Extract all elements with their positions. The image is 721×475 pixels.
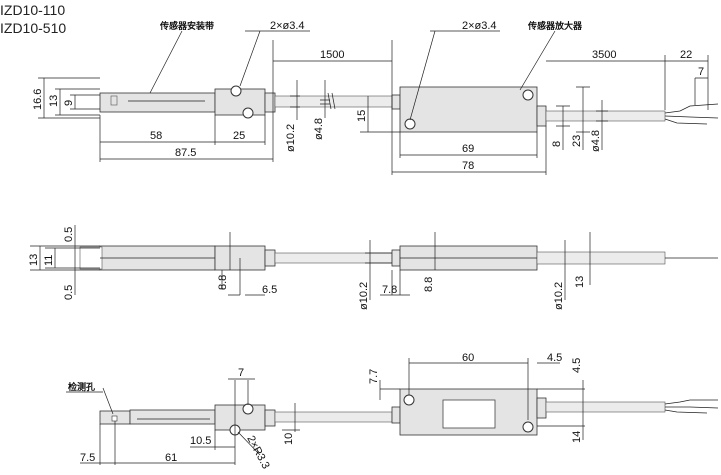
sensor-body-bottom <box>129 409 216 425</box>
amplifier-body <box>399 86 538 133</box>
dim-dia-10-2-right: ø10.2 <box>553 282 565 310</box>
dim-13: 13 <box>48 95 60 107</box>
callout-hole-left: 2×ø3.4 <box>270 20 305 32</box>
mount-hole <box>230 85 242 97</box>
dim-dia-4-8: ø4.8 <box>313 118 325 140</box>
dim-15: 15 <box>356 110 368 122</box>
sensor-ring <box>264 92 276 113</box>
dim-58: 58 <box>150 130 162 142</box>
dim-7: 7 <box>698 66 704 78</box>
dim-16-6: 16.6 <box>32 89 44 110</box>
sensor-ring-side <box>264 249 276 267</box>
dim-2xr3-3: 2×R3.3 <box>244 434 271 471</box>
dim-4-5-horizontal: 4.5 <box>547 352 562 364</box>
dim-13-right: 13 <box>574 276 586 288</box>
dim-0-5-top: 0.5 <box>63 227 75 242</box>
dim-1500: 1500 <box>320 49 344 61</box>
dim-8-8-left: 8.8 <box>217 275 229 290</box>
dim-25: 25 <box>233 130 245 142</box>
callout-hole-right: 2×ø3.4 <box>462 20 497 32</box>
bottom-view: 检测孔 7 10.5 2×R3.3 10 7.5 61 7.7 60 4.5 4… <box>66 352 719 471</box>
amp-mount-hole <box>404 118 416 130</box>
amp-connector-bottom <box>536 397 547 419</box>
dim-8: 8 <box>551 141 563 147</box>
dim-3500: 3500 <box>592 49 616 61</box>
model-title-1: IZD10-110 <box>0 2 65 18</box>
side-view: 0.5 0.5 13 11 8.8 6.5 ø10.2 7.8 8.8 ø10.… <box>28 225 718 310</box>
sensor-cable-bottom <box>274 411 393 423</box>
top-view: 传感器安装带 2×ø3.4 2×ø3.4 传感器放大器 16.6 13 9 58… <box>32 20 719 175</box>
dim-dia-10-2-left: ø10.2 <box>358 282 370 310</box>
sensor-ring-bottom <box>264 409 276 427</box>
dim-87-5: 87.5 <box>175 147 196 159</box>
detect-hole <box>111 415 118 422</box>
amp-connector-bottom <box>391 406 401 424</box>
model-title-2: IZD10-510 <box>0 20 66 36</box>
mount-hole <box>242 403 254 415</box>
dim-7-bottom: 7 <box>238 367 244 379</box>
dim-7-7: 7.7 <box>368 369 380 384</box>
sensor-head-bottom <box>214 404 266 431</box>
callout-sensor-mount: 传感器安装带 <box>159 20 214 32</box>
dim-78: 78 <box>462 160 474 172</box>
dim-4-5-vertical: 4.5 <box>571 358 583 373</box>
dim-22: 22 <box>680 49 692 61</box>
dim-13-side: 13 <box>28 254 40 266</box>
dim-61: 61 <box>165 452 177 464</box>
dim-11: 11 <box>43 255 55 266</box>
mount-hole <box>242 107 254 119</box>
amp-connector <box>536 105 547 127</box>
amp-connector-side <box>391 249 401 267</box>
dim-23: 23 <box>571 135 583 147</box>
dim-7-8: 7.8 <box>382 284 397 296</box>
amp-cable-bottom <box>545 401 666 413</box>
amp-connector <box>391 94 401 110</box>
dim-9: 9 <box>63 100 75 106</box>
display-window <box>442 399 496 429</box>
dim-dia-10-2: ø10.2 <box>285 124 297 152</box>
amp-mount-hole <box>522 421 534 433</box>
dim-69: 69 <box>462 143 474 155</box>
amp-mount-hole <box>403 394 415 406</box>
amp-cable <box>545 110 666 122</box>
sensor-cable-side <box>274 252 393 264</box>
dim-8-8-right: 8.8 <box>423 277 435 292</box>
dim-6-5: 6.5 <box>262 284 277 296</box>
callout-amplifier: 传感器放大器 <box>527 20 583 32</box>
dim-10: 10 <box>283 433 295 445</box>
dim-dia-4-8-right: ø4.8 <box>590 130 602 152</box>
dim-7-5: 7.5 <box>80 452 95 464</box>
dim-0-5-bottom: 0.5 <box>63 285 75 300</box>
sensor-marking <box>110 95 118 106</box>
dim-60: 60 <box>462 352 474 364</box>
dim-14: 14 <box>571 431 583 443</box>
dim-10-5: 10.5 <box>190 435 211 447</box>
amp-cable-side <box>536 251 666 265</box>
amp-mount-hole <box>522 89 534 101</box>
callout-detect-hole: 检测孔 <box>68 381 95 393</box>
